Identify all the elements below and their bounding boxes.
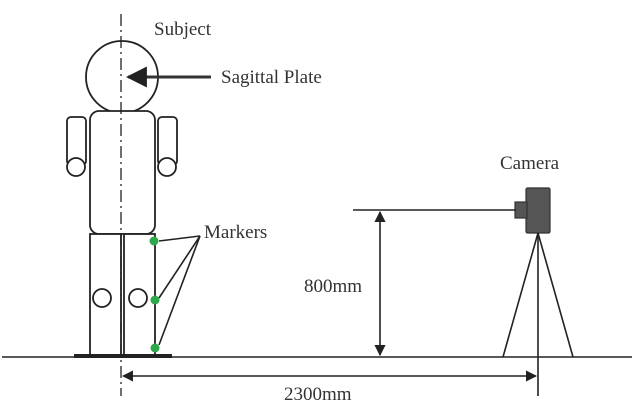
tripod-icon bbox=[502, 232, 574, 358]
marker-leader-ankle bbox=[158, 235, 201, 346]
subject-left-hand bbox=[66, 157, 86, 177]
subject-feet bbox=[74, 354, 172, 358]
distance-label: 2300mm bbox=[284, 384, 352, 404]
subject-right-knee bbox=[128, 288, 148, 308]
marker-dots bbox=[149, 236, 160, 353]
tripod-leg-left bbox=[502, 232, 539, 358]
marker-knee bbox=[150, 295, 160, 305]
subject-right-hand bbox=[157, 157, 177, 177]
subject-left-knee bbox=[92, 288, 112, 308]
tripod-leg-right bbox=[537, 232, 574, 358]
subject-torso bbox=[89, 110, 156, 235]
camera-body bbox=[525, 187, 551, 234]
camera-icon bbox=[514, 187, 551, 234]
subject-label: Subject bbox=[154, 19, 212, 40]
marker-ankle bbox=[150, 343, 160, 353]
camera-label: Camera bbox=[500, 153, 560, 174]
markers-label: Markers bbox=[204, 222, 267, 243]
human-figure-icon bbox=[66, 40, 178, 358]
marker-leader-knee bbox=[158, 235, 201, 299]
sagittal-plate-label: Sagittal Plate bbox=[221, 67, 322, 88]
marker-hip bbox=[149, 236, 159, 246]
marker-leader-hip bbox=[158, 235, 201, 242]
camera-lens bbox=[514, 201, 528, 219]
height-label: 800mm bbox=[304, 276, 362, 297]
